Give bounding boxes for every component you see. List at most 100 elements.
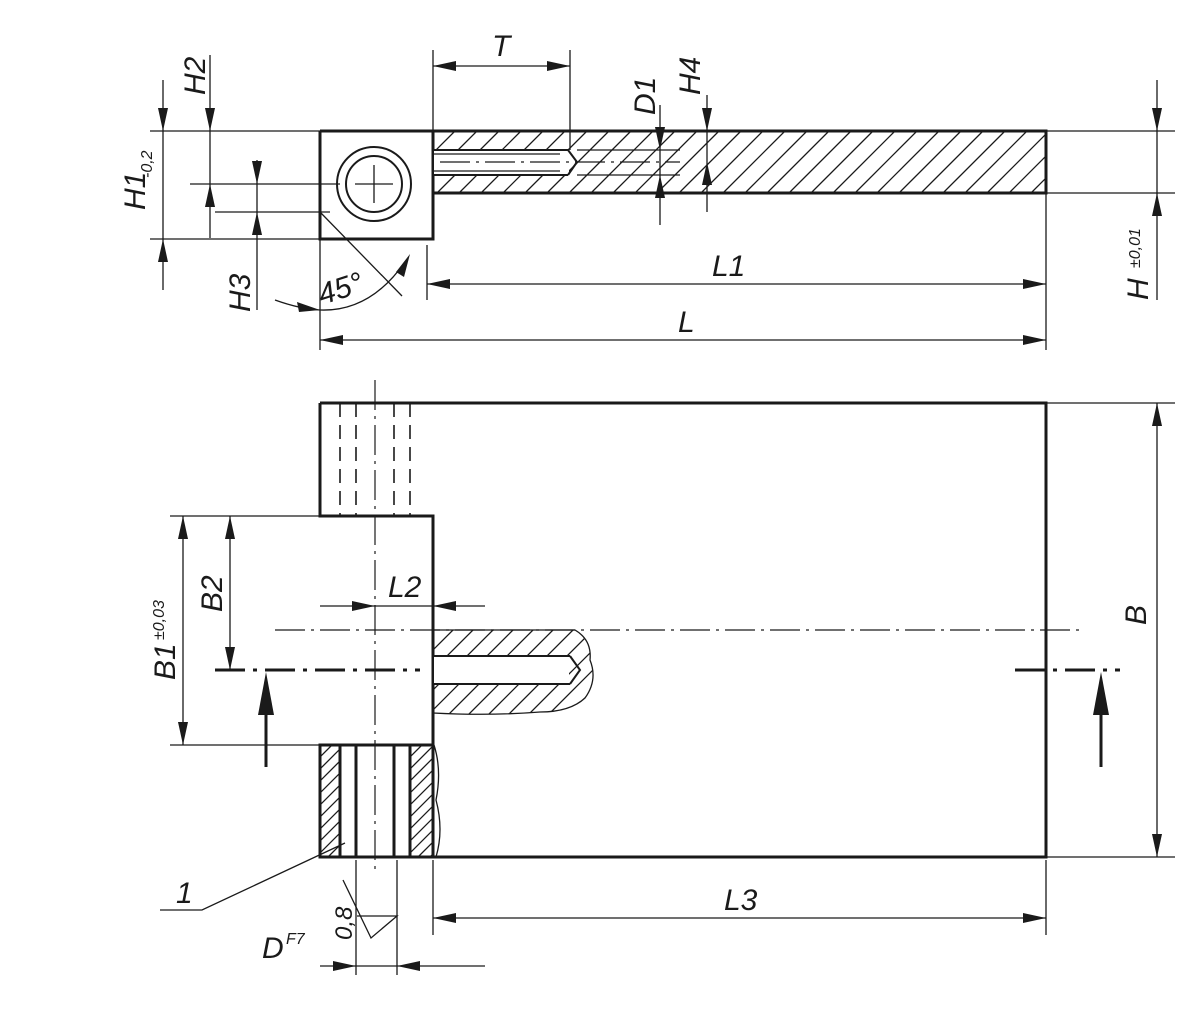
hatch-line [514, 745, 626, 857]
hatch-line [448, 745, 560, 857]
side-view-outline [318, 129, 1048, 241]
hatch-line [410, 745, 434, 770]
dim-H4: H4 [674, 57, 712, 212]
hatch-line [320, 745, 333, 758]
dim-D1: D1 [629, 77, 665, 225]
hatch-line [502, 745, 614, 857]
hatch-line [433, 630, 474, 715]
hatch-line [627, 630, 713, 716]
hatch-line [920, 131, 984, 193]
bushing-section [320, 744, 650, 858]
label-H1: H1 [119, 172, 152, 210]
plan-view: B B1 ±0,03 B2 L2 L3 [149, 380, 1175, 975]
label-B: B [1120, 605, 1153, 625]
hatch-line [442, 745, 554, 857]
label-B1: B1 [149, 643, 182, 680]
hatch-line [538, 745, 650, 857]
hatch-line [526, 745, 638, 857]
break-line [432, 629, 594, 715]
hatch-line [478, 745, 590, 857]
hatch-line [810, 131, 874, 193]
bushing-inner-circle [345, 155, 403, 213]
section-arrow-right [1093, 672, 1109, 767]
hatch-line [320, 772, 340, 794]
dim-L1: L1 [427, 250, 1046, 289]
hatch-line [607, 630, 693, 716]
hatch-line [424, 745, 536, 857]
hatch-line [1008, 155, 1046, 193]
hatch-line [1097, 131, 1159, 193]
hatch-line [320, 820, 340, 842]
label-L1: L1 [712, 250, 745, 283]
hatch-line [320, 808, 340, 830]
hatch-line [656, 131, 720, 193]
hatch-line [546, 630, 594, 715]
hatch-line [410, 756, 434, 782]
hatch-line [429, 852, 434, 857]
hatch-line [388, 745, 500, 857]
label-angle: 45° [314, 266, 367, 311]
item-leader-1: 1 [160, 842, 346, 911]
label-B2: B2 [196, 575, 229, 612]
dim-H: H ±0,01 [1122, 80, 1162, 300]
label-H3: H3 [224, 273, 257, 312]
section-arrow-left [258, 672, 274, 767]
hatch-line [986, 133, 1046, 193]
hatch-line [364, 745, 476, 857]
label-B1-tol: ±0,03 [151, 600, 168, 640]
hatch-line [410, 768, 434, 794]
hatch-line [410, 780, 434, 806]
hatch-line [1075, 131, 1137, 193]
hatch-line [433, 131, 456, 154]
dim-L: L [320, 306, 1046, 345]
hatch-line [433, 630, 434, 715]
hatch-line [678, 131, 742, 193]
hatch-line [667, 630, 753, 716]
dim-H3: H3 [224, 160, 262, 312]
hatch-line [898, 131, 962, 193]
label-H2: H2 [179, 56, 212, 95]
label-L: L [678, 306, 695, 339]
hatch-line [876, 131, 940, 193]
dim-H2: H2 [179, 55, 215, 238]
hatch-line [1030, 177, 1046, 193]
dim-T: T [433, 30, 570, 71]
dim-angle-45: 45° [274, 211, 410, 312]
dim-B: B [1120, 403, 1162, 857]
label-D: D [262, 932, 284, 965]
label-D-fit: F7 [286, 931, 306, 948]
hatch-line [854, 131, 918, 193]
hatch-line [586, 630, 594, 715]
hatch-line [320, 784, 340, 806]
hatch-line [352, 745, 464, 857]
dim-L3: L3 [433, 884, 1046, 923]
hatch-line [436, 745, 548, 857]
label-T: T [492, 30, 513, 63]
dim-B1: B1 ±0,03 [149, 516, 188, 745]
hatch-line [490, 745, 602, 857]
hatch-line [410, 792, 434, 818]
hatch-line [320, 760, 340, 782]
hatch-line [320, 748, 340, 770]
hatch-line [832, 131, 896, 193]
hatch-line [647, 630, 733, 716]
hatch-line [417, 840, 434, 857]
dim-B2: B2 [196, 516, 235, 670]
break-line-bushing [433, 744, 441, 858]
label-item-1: 1 [176, 877, 193, 910]
dim-H1: H1 -0,2 [119, 80, 168, 290]
hatch-line [766, 131, 830, 193]
label-roughness: 0,8 [331, 906, 358, 940]
hatch-line [466, 745, 578, 857]
hatch-line [454, 745, 566, 857]
dim-D: D F7 [262, 931, 485, 971]
label-H-tol: ±0,01 [1127, 228, 1144, 268]
hatch-line [744, 131, 808, 193]
roughness-symbol: 0,8 [331, 879, 399, 940]
label-D1: D1 [629, 77, 662, 115]
hatch-line [320, 796, 340, 818]
label-L2: L2 [388, 571, 422, 604]
side-view: H1 -0,2 H2 H3 T D1 [119, 30, 1175, 350]
hatch-line [964, 131, 1028, 193]
